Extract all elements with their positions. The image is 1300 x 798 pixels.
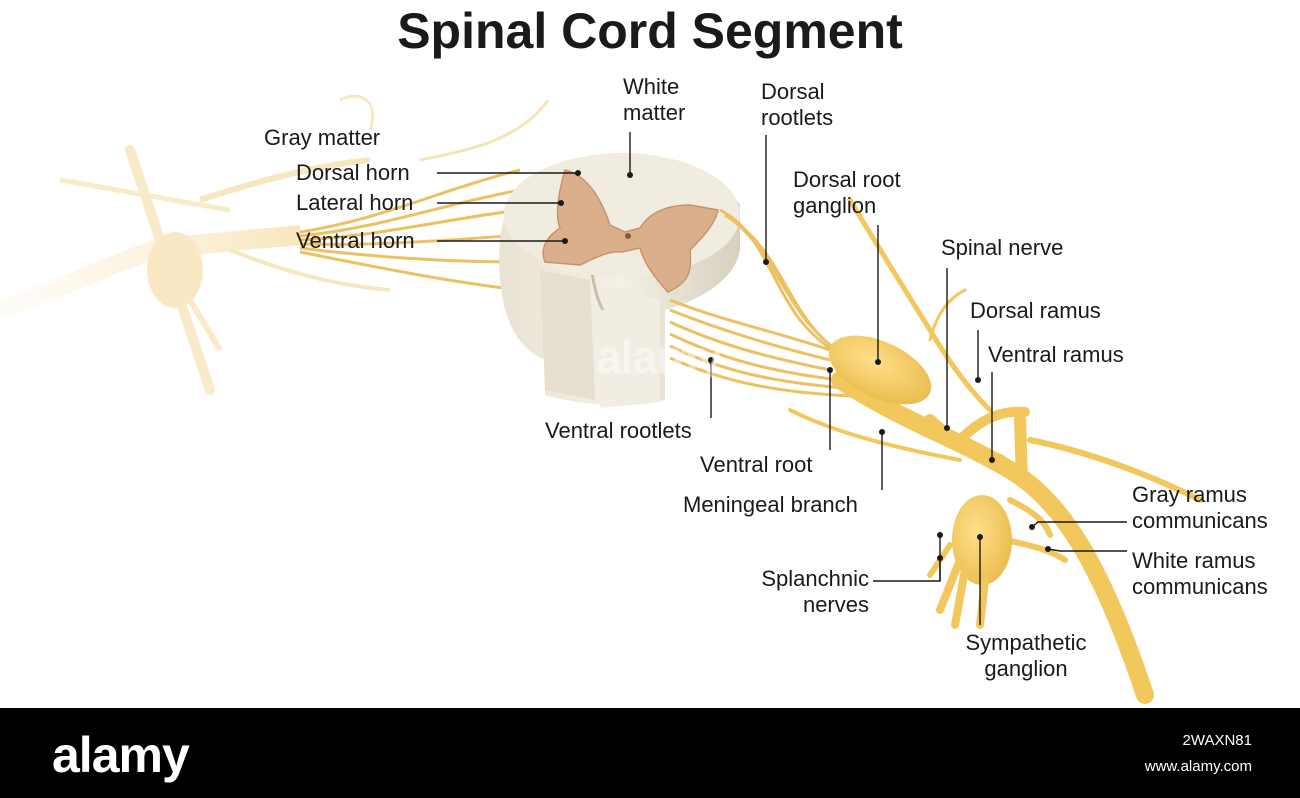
label-dorsal-root-ganglion: Dorsal root ganglion [793, 167, 901, 219]
alamy-logo: alamy [52, 727, 190, 783]
label-gray-ramus-line2: communicans [1132, 508, 1268, 533]
label-lateral-horn: Lateral horn [296, 190, 414, 215]
label-gray-ramus: Gray ramus communicans [1132, 482, 1268, 534]
label-dorsal-ramus: Dorsal ramus [970, 298, 1101, 323]
label-dorsal-rootlets: Dorsal rootlets [761, 79, 833, 131]
page-title: Spinal Cord Segment [397, 3, 903, 59]
label-ventral-horn: Ventral horn [296, 228, 415, 253]
label-drg-line1: Dorsal root [793, 167, 901, 192]
label-ventral-root: Ventral root [700, 452, 813, 477]
label-white-ramus-line1: White ramus [1132, 548, 1256, 573]
spinal-nerve [788, 197, 1203, 704]
label-splanchnic-line1: Splanchnic [761, 566, 869, 591]
diagram-artwork [0, 94, 1203, 704]
spinal-cord [499, 153, 740, 408]
left-rootlets [299, 168, 521, 292]
image-id: 2WAXN81 [1182, 732, 1252, 749]
label-sg-line2: ganglion [984, 656, 1068, 681]
label-sympathetic-ganglion: Sympathetic ganglion [950, 630, 1102, 682]
label-splanchnic-nerves: Splanchnic nerves [740, 566, 869, 618]
label-spinal-nerve: Spinal nerve [941, 235, 1064, 260]
label-gray-ramus-line1: Gray ramus [1132, 482, 1247, 507]
watermark: alamy [596, 331, 722, 383]
label-ventral-rootlets: Ventral rootlets [545, 418, 692, 443]
label-dorsal-rootlets-line1: Dorsal [761, 79, 825, 104]
label-sg-line1: Sympathetic [965, 630, 1087, 655]
adjacent-segment-faded [0, 94, 550, 395]
stock-footer-bar: alamy 2WAXN81 www.alamy.com [0, 708, 1300, 798]
dorsal-root-ganglion-shape [828, 335, 932, 405]
sympathetic-ganglion-shape [927, 495, 1012, 629]
label-white-ramus: White ramus communicans [1132, 548, 1268, 600]
leader-dots [558, 170, 1051, 561]
label-white-matter-line1: White [623, 74, 680, 99]
label-splanchnic-line2: nerves [802, 592, 869, 617]
label-dorsal-horn: Dorsal horn [296, 160, 410, 185]
leader-lines [437, 132, 1127, 625]
label-gray-matter: Gray matter [264, 125, 381, 150]
label-drg-line2: ganglion [793, 193, 877, 218]
label-meningeal-branch: Meningeal branch [683, 492, 858, 517]
label-white-matter: White matter [623, 74, 685, 126]
label-dorsal-rootlets-line2: rootlets [761, 105, 834, 130]
site-url: www.alamy.com [1144, 758, 1252, 775]
label-ventral-ramus: Ventral ramus [988, 342, 1124, 367]
label-white-matter-line2: matter [623, 100, 686, 125]
label-white-ramus-line2: communicans [1132, 574, 1268, 599]
